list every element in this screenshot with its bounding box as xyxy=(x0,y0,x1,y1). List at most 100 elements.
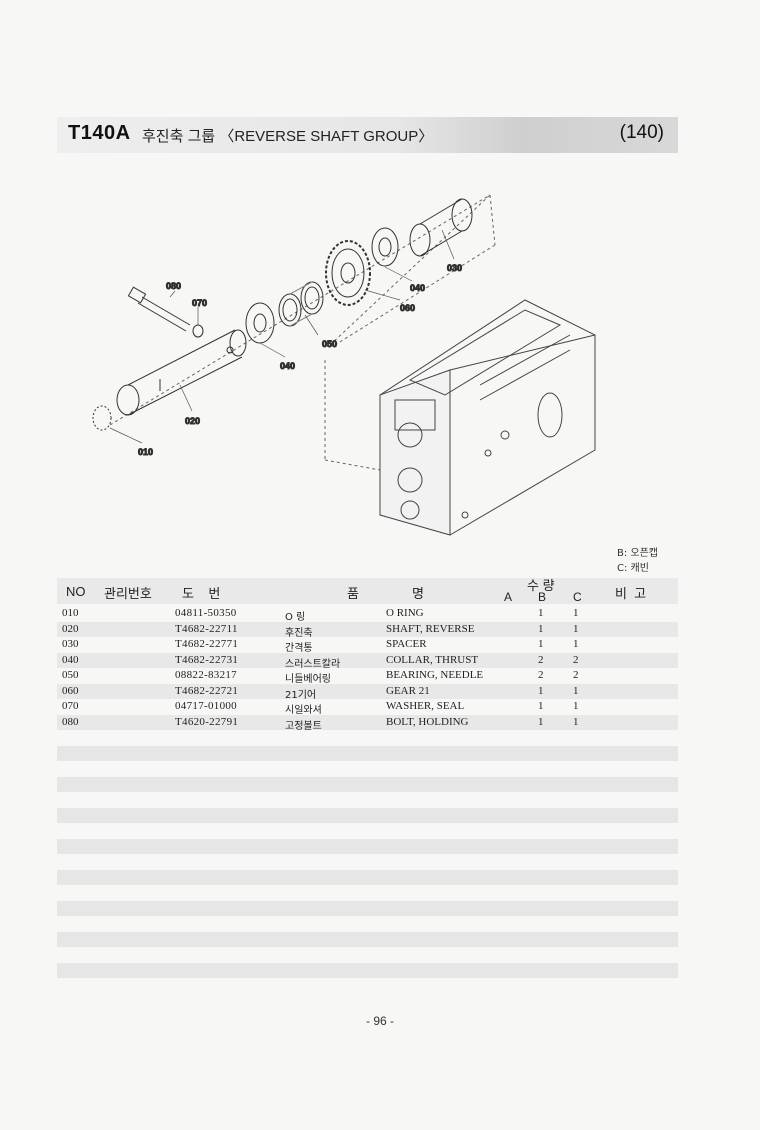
table-row: 010 04811-50350 O 링 O RING 1 1 xyxy=(57,606,678,623)
empty-row-stripe xyxy=(57,870,678,885)
empty-row-stripe xyxy=(57,808,678,823)
header-part-no: 도 번 xyxy=(182,586,221,601)
header-mgmt-no: 관리번호 xyxy=(104,586,152,601)
row-qty-b: 2 xyxy=(538,669,544,681)
exploded-parts-diagram: 010 020 030 040 040 050 060 070 080 xyxy=(92,194,596,536)
header-qty: 수 량 xyxy=(527,578,555,593)
callout-leaders xyxy=(109,229,455,444)
row-part-no: T4682-22771 xyxy=(175,638,239,650)
callout-080: 080 xyxy=(166,281,181,291)
row-qty-c: 1 xyxy=(573,638,579,650)
row-part-no: T4682-22721 xyxy=(175,684,239,697)
row-name-ko: 21기어 xyxy=(285,689,317,701)
callout-010: 010 xyxy=(138,447,153,457)
parts-table: 010 04811-50350 O 링 O RING 1 1 020 T4682… xyxy=(57,606,678,732)
table-row: 040 T4682-22731 스러스트칼라 COLLAR, THRUST 2 … xyxy=(57,652,678,670)
empty-row-stripe xyxy=(57,901,678,916)
row-qty-b: 1 xyxy=(538,684,544,697)
row-qty-b: 1 xyxy=(538,607,544,619)
row-name-en: BEARING, NEEDLE xyxy=(386,669,484,681)
row-qty-c: 2 xyxy=(573,653,579,666)
row-qty-b: 1 xyxy=(538,622,544,635)
row-name-en: COLLAR, THRUST xyxy=(386,653,479,666)
row-no: 040 xyxy=(62,653,79,666)
bolt-part xyxy=(127,286,191,332)
callout-020: 020 xyxy=(185,416,200,426)
empty-row-stripe xyxy=(57,746,678,761)
row-qty-b: 1 xyxy=(538,638,544,650)
transmission-case-part xyxy=(379,299,596,536)
callout-070: 070 xyxy=(192,298,207,308)
header-name-2: 명 xyxy=(412,586,424,601)
empty-row-stripe xyxy=(57,777,678,792)
row-part-no: 08822-83217 xyxy=(175,669,237,681)
row-qty-b: 1 xyxy=(538,715,544,728)
header-qty-c: C xyxy=(573,590,582,604)
row-part-no: T4620-22791 xyxy=(175,715,239,728)
row-qty-c: 1 xyxy=(573,607,579,619)
callout-040-left: 040 xyxy=(280,361,295,371)
empty-row-stripe xyxy=(57,932,678,947)
table-row: 030 T4682-22771 간격통 SPACER 1 1 xyxy=(57,637,678,654)
row-name-en: WASHER, SEAL xyxy=(386,700,465,712)
callout-060: 060 xyxy=(400,303,415,313)
row-qty-c: 2 xyxy=(573,669,579,681)
table-row: 070 04717-01000 시일와셔 WASHER, SEAL 1 1 xyxy=(57,699,678,716)
table-header: NO 관리번호 도 번 품 명 수 량 A B C 비 고 xyxy=(57,578,678,604)
guide-lines xyxy=(109,194,496,471)
page-title: 후진축 그룹 〈REVERSE SHAFT GROUP〉 xyxy=(142,128,434,145)
seal-washer-part xyxy=(192,324,204,338)
row-no: 020 xyxy=(62,622,79,635)
row-qty-c: 1 xyxy=(573,622,579,635)
page-ref: (140) xyxy=(619,122,664,143)
row-name-en: SHAFT, REVERSE xyxy=(386,622,475,635)
row-name-en: O RING xyxy=(386,607,424,619)
needle-bearing-part xyxy=(278,281,324,327)
gear-21-part xyxy=(325,240,371,306)
header-qty-a: A xyxy=(504,590,513,604)
row-part-no: T4682-22731 xyxy=(175,653,239,666)
row-qty-c: 1 xyxy=(573,700,579,712)
row-name-en: GEAR 21 xyxy=(386,684,430,697)
row-name-ko: 후진축 xyxy=(285,627,313,639)
row-name-ko: O 링 xyxy=(285,612,306,623)
row-no: 050 xyxy=(62,669,79,681)
row-name-ko: 시일와셔 xyxy=(285,705,322,716)
row-no: 060 xyxy=(62,684,79,697)
table-row: 050 08822-83217 니들베어링 BEARING, NEEDLE 2 … xyxy=(57,668,678,685)
callout-040-right: 040 xyxy=(410,283,425,293)
header-qty-b: B xyxy=(538,590,547,604)
empty-row-stripe xyxy=(57,839,678,854)
row-name-ko: 고정볼트 xyxy=(285,720,322,732)
page-number: - 96 - xyxy=(365,1014,394,1028)
spacer-part xyxy=(409,198,473,257)
callout-050: 050 xyxy=(322,339,337,349)
thrust-collar-right-part xyxy=(371,227,399,267)
table-row: 080 T4620-22791 고정볼트 BOLT, HOLDING 1 1 xyxy=(57,714,678,732)
header-remarks: 비 고 xyxy=(615,586,647,601)
legend-b: B: 오픈캡 xyxy=(617,548,659,559)
row-qty-b: 2 xyxy=(538,653,544,666)
thrust-collar-left-part xyxy=(245,302,275,344)
reverse-shaft-part xyxy=(116,329,247,416)
callout-030: 030 xyxy=(447,263,462,273)
row-qty-b: 1 xyxy=(538,700,544,712)
o-ring-part xyxy=(92,405,112,431)
row-no: 010 xyxy=(62,607,79,619)
empty-row-stripe xyxy=(57,963,678,978)
row-qty-c: 1 xyxy=(573,684,579,697)
row-name-ko: 간격통 xyxy=(285,643,313,654)
row-name-ko: 스러스트칼라 xyxy=(285,658,341,670)
table-row: 060 T4682-22721 21기어 GEAR 21 1 1 xyxy=(57,683,678,701)
row-part-no: 04811-50350 xyxy=(175,607,237,619)
row-qty-c: 1 xyxy=(573,715,579,728)
row-name-ko: 니들베어링 xyxy=(285,674,331,685)
row-no: 080 xyxy=(62,715,79,728)
row-no: 030 xyxy=(62,638,79,650)
row-part-no: 04717-01000 xyxy=(175,700,237,712)
row-name-en: SPACER xyxy=(386,638,427,650)
table-row: 020 T4682-22711 후진축 SHAFT, REVERSE 1 1 xyxy=(57,621,678,639)
legend-c: C: 캐빈 xyxy=(617,563,649,574)
row-part-no: T4682-22711 xyxy=(175,622,238,635)
row-name-en: BOLT, HOLDING xyxy=(386,715,469,728)
